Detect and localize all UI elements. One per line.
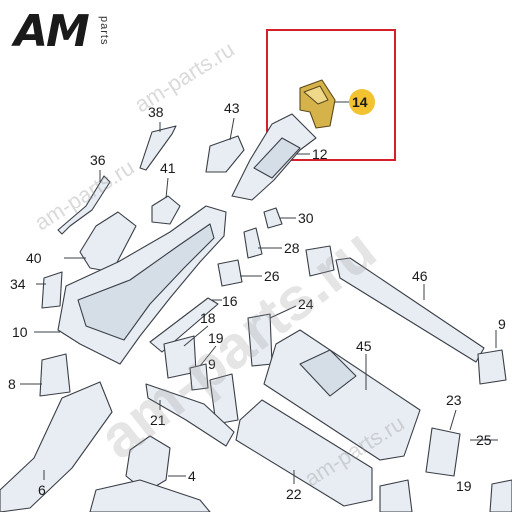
part-43 <box>205 135 245 173</box>
callout-23: 23 <box>446 392 462 408</box>
part-28 <box>243 227 263 259</box>
callout-41: 41 <box>160 160 176 176</box>
part-25 <box>477 349 507 385</box>
callout-28: 28 <box>284 240 300 256</box>
part-36 <box>57 175 111 235</box>
callout-9: 9 <box>208 356 216 372</box>
callout-10: 10 <box>12 324 28 340</box>
part-30 <box>263 207 283 229</box>
part-16 <box>149 297 219 353</box>
callout-16: 16 <box>222 293 238 309</box>
callout-30: 30 <box>298 210 314 226</box>
logo-text: AM <box>14 6 90 57</box>
highlight-box <box>266 29 396 161</box>
callout-43: 43 <box>224 100 240 116</box>
part-22 <box>235 399 373 507</box>
callout-38: 38 <box>148 104 164 120</box>
part-4 <box>125 435 171 493</box>
part-21 <box>145 383 235 447</box>
callout-18: 18 <box>200 310 216 326</box>
callout-25: 25 <box>476 432 492 448</box>
part-38 <box>139 125 177 171</box>
part-34 <box>41 271 63 309</box>
callout-14-badge <box>349 89 375 115</box>
callout-46: 46 <box>412 268 428 284</box>
callout-8: 8 <box>8 376 16 392</box>
part-26 <box>217 259 243 287</box>
callout-6: 6 <box>38 482 46 498</box>
callout-21: 21 <box>150 412 166 428</box>
part-6 <box>0 381 113 512</box>
brand-logo: AM parts <box>14 6 144 58</box>
callout-19-bottom: 19 <box>456 478 472 494</box>
callout-14: 14 <box>352 94 368 110</box>
callout-22: 22 <box>286 486 302 502</box>
callout-40: 40 <box>26 250 42 266</box>
callout-24: 24 <box>298 296 314 312</box>
callout-34: 34 <box>10 276 26 292</box>
part-41 <box>151 195 181 225</box>
callout-12: 12 <box>312 146 328 162</box>
callout-19: 19 <box>208 330 224 346</box>
part-9 <box>209 373 239 425</box>
callout-9-right: 9 <box>498 316 506 332</box>
callout-45: 45 <box>356 338 372 354</box>
part-23 <box>425 427 461 477</box>
callout-4: 4 <box>188 468 196 484</box>
callout-36: 36 <box>90 152 106 168</box>
callout-26: 26 <box>264 268 280 284</box>
